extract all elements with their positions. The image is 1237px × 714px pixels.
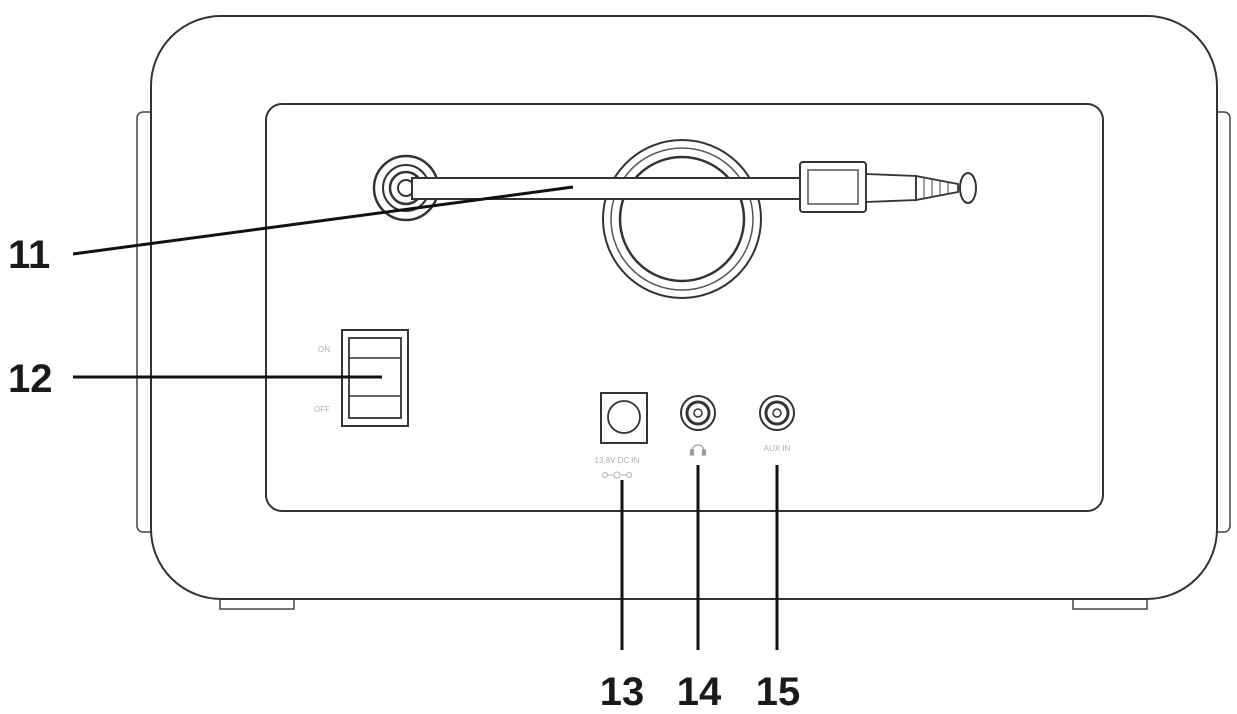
headphone-icon <box>689 444 707 456</box>
callout-14: 14 <box>677 670 722 714</box>
callout-12: 12 <box>8 357 53 401</box>
headphone-jack[interactable] <box>680 395 716 431</box>
callout-15: 15 <box>756 670 801 714</box>
callout-13: 13 <box>600 670 645 714</box>
dc-polarity-icon <box>602 471 632 479</box>
back-panel <box>265 103 1104 512</box>
rear-speaker-port <box>602 139 762 299</box>
antenna-rod <box>411 177 811 200</box>
dc-input-jack[interactable] <box>600 392 648 444</box>
dc-input-label: 13,8V DC IN <box>595 456 640 465</box>
switch-on-label: ON <box>318 345 330 354</box>
antenna-tip <box>959 172 977 204</box>
aux-in-jack[interactable] <box>759 395 795 431</box>
callout-11: 11 <box>8 233 50 277</box>
switch-off-label: OFF <box>314 405 330 414</box>
aux-in-label: AUX IN <box>764 444 791 453</box>
leader-line-11 <box>72 185 574 256</box>
